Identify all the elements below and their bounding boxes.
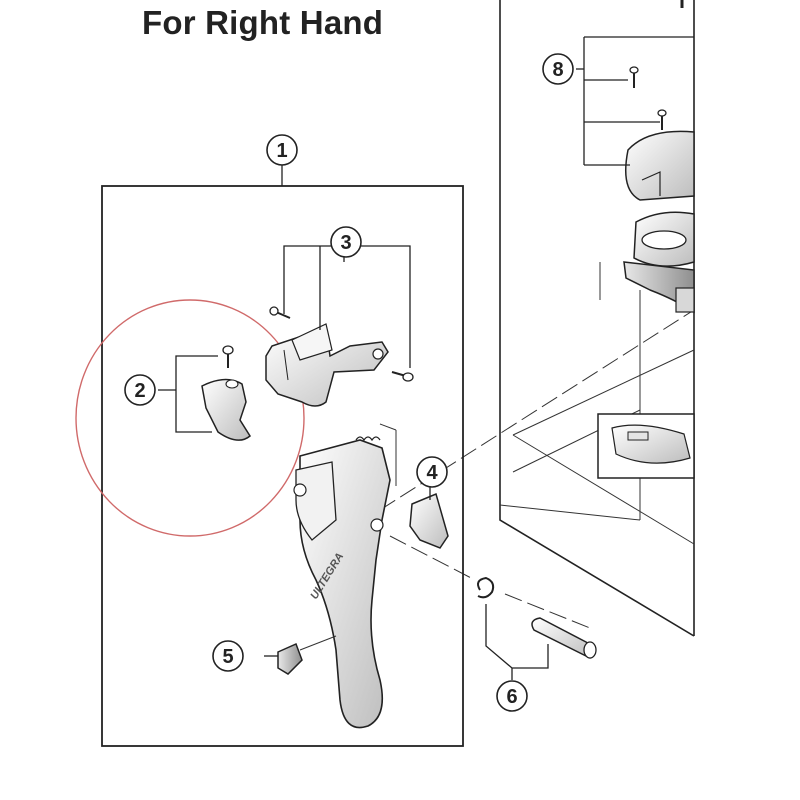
assembly-box-part-1 xyxy=(101,165,464,747)
svg-text:1: 1 xyxy=(276,140,287,162)
callout-3: 3 xyxy=(330,226,362,258)
callout-2-leaders xyxy=(158,355,218,433)
lever-guide-lines xyxy=(299,423,397,651)
screw-icon xyxy=(269,306,291,319)
svg-text:5: 5 xyxy=(222,646,233,668)
callout-8-leaders xyxy=(576,36,694,166)
svg-text:4: 4 xyxy=(426,462,438,484)
screw-icon xyxy=(657,109,667,130)
part-2-cover xyxy=(201,378,251,441)
part-3-bracket xyxy=(265,323,389,407)
svg-text:3: 3 xyxy=(340,232,351,254)
shift-lever-body: ULTEGRA xyxy=(293,436,391,729)
svg-text:6: 6 xyxy=(506,686,517,708)
callout-5: 5 xyxy=(212,640,244,672)
callout-6: 6 xyxy=(496,680,528,712)
perspective-guides xyxy=(499,262,695,545)
svg-text:8: 8 xyxy=(552,59,563,81)
callout-6-leaders xyxy=(485,604,549,680)
highlight-circle xyxy=(75,299,305,537)
detail-inset xyxy=(597,413,695,479)
assembly-frame-right xyxy=(499,0,695,637)
callout-8: 8 xyxy=(542,53,574,85)
part-4-piece xyxy=(409,486,449,549)
screw-icon xyxy=(629,66,639,88)
part-5-piece xyxy=(264,642,303,675)
callout-1: 1 xyxy=(266,134,298,166)
callout-4: 4 xyxy=(416,456,448,488)
svg-text:2: 2 xyxy=(134,380,145,402)
part-6-pin-assembly xyxy=(477,576,597,659)
part-8-cover-assembly xyxy=(623,0,695,314)
screw-icon xyxy=(391,371,414,382)
screw-icon xyxy=(222,345,234,368)
diagram-title: For Right Hand xyxy=(142,4,384,41)
callout-2: 2 xyxy=(124,374,156,406)
